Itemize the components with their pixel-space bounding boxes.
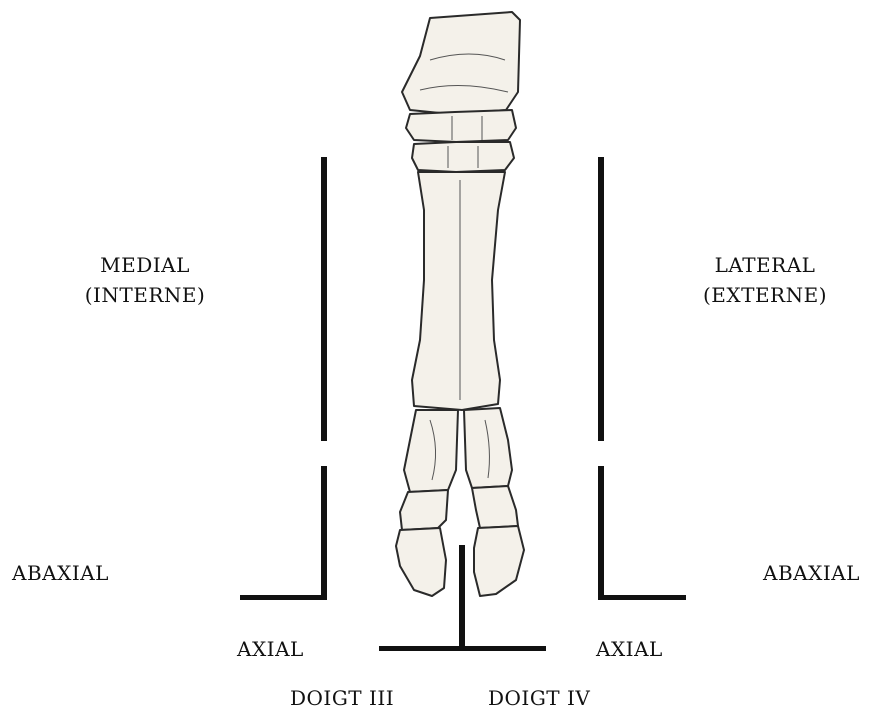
digit-3-hoof (396, 528, 446, 596)
digit-4-middle-phalanx (472, 486, 518, 528)
abaxial-right-label: ABAXIAL (763, 558, 860, 588)
digit-4-label: DOIGT IV (488, 683, 590, 713)
lateral-bracket-lower (598, 466, 604, 600)
medial-bracket-upper (321, 157, 327, 441)
axial-base (379, 646, 546, 651)
axial-right-label: AXIAL (596, 634, 663, 664)
axial-stem (459, 545, 465, 651)
lateral-text: LATERAL (690, 250, 840, 280)
carpal-row-2 (412, 142, 514, 172)
abaxial-left-label: ABAXIAL (12, 558, 109, 588)
abaxial-right-tick (598, 595, 686, 600)
medial-alt-text: (INTERNE) (70, 280, 220, 310)
carpal-row-1 (406, 110, 516, 142)
abaxial-left-tick (240, 595, 327, 600)
proximal-bone (402, 12, 520, 114)
digit-3-label: DOIGT III (290, 683, 394, 713)
medial-bracket-lower (321, 466, 327, 600)
medial-text: MEDIAL (70, 250, 220, 280)
digit-4-hoof (474, 526, 524, 596)
axial-left-label: AXIAL (237, 634, 304, 664)
digit-3-middle-phalanx (400, 490, 448, 530)
medial-label: MEDIAL (INTERNE) (70, 250, 220, 310)
lateral-bracket-upper (598, 157, 604, 441)
lateral-alt-text: (EXTERNE) (690, 280, 840, 310)
lateral-label: LATERAL (EXTERNE) (690, 250, 840, 310)
metacarpal-bone (412, 172, 505, 410)
